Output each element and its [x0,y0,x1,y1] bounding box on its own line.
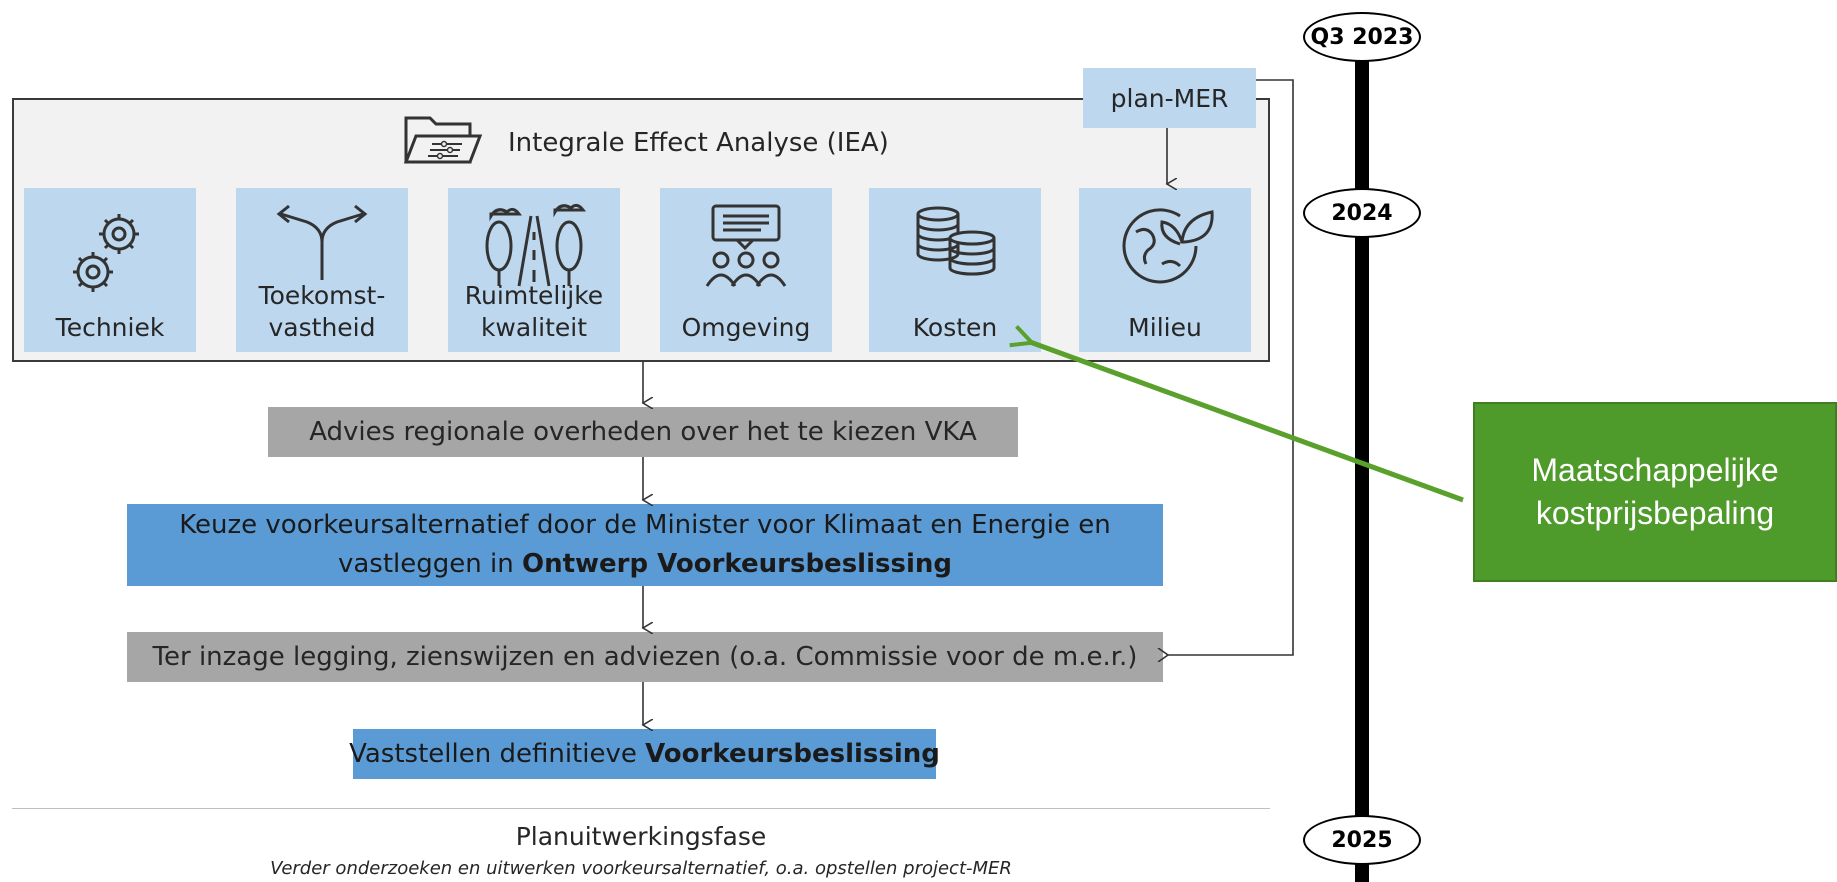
category-label: Ruimtelijke kwaliteit [464,281,604,342]
step-advies: Advies regionale overheden over het te k… [268,407,1018,457]
iea-title: Integrale Effect Analyse (IEA) [508,128,889,158]
category-toekomstvastheid: Toekomst- vastheid [236,188,408,352]
keuze-line2: vastleggen in [337,549,522,579]
folder-icon [400,110,484,176]
plan-mer-box: plan-MER [1083,68,1256,128]
callout-line1: Maatschappelijke [1531,451,1779,488]
people-speech-icon [691,202,801,296]
vaststellen-text: Vaststellen definitieve [349,739,646,769]
phase-divider [12,808,1270,809]
step-ter-inzage: Ter inzage legging, zienswijzen en advie… [127,632,1163,682]
phase-title: Planuitwerkingsfase [515,822,767,851]
category-label: Omgeving [681,313,811,342]
category-label: Toekomst- vastheid [258,281,386,342]
step-keuze: Keuze voorkeursalternatief door de Minis… [127,504,1163,586]
callout-box: Maatschappelijke kostprijsbepaling [1473,402,1837,582]
step-vaststellen: Vaststellen definitieve Voorkeursbesliss… [349,729,940,779]
category-milieu: Milieu [1079,188,1251,352]
callout-line2: kostprijsbepaling [1535,495,1775,531]
globe-leaf-icon [1110,202,1220,296]
road-trees-icon [479,202,589,292]
keuze-line1: Keuze voorkeursalternatief door de Minis… [179,510,1111,540]
timeline-marker-2024: 2024 [1303,188,1421,238]
iea-container [12,98,1270,362]
split-arrows-icon [267,202,377,286]
coin-stacks-icon [900,202,1010,286]
category-label: Milieu [1128,313,1202,342]
timeline-marker-q3-2023: Q3 2023 [1303,12,1421,62]
category-omgeving: Omgeving [660,188,832,352]
arrow-callout-kosten [1030,342,1464,503]
gears-icon [55,202,165,306]
arrow-planmer-terinzage [1168,79,1294,655]
keuze-line2-bold: Ontwerp Voorkeursbeslissing [521,549,952,579]
category-kosten: Kosten [869,188,1041,352]
vaststellen-bold: Voorkeursbeslissing [645,739,940,769]
timeline-marker-2025: 2025 [1303,815,1421,865]
category-label: Kosten [912,313,998,342]
category-label: Techniek [55,313,165,342]
phase-subtitle: Verder onderzoeken en uitwerken voorkeur… [270,858,1012,879]
category-ruimtelijke-kwaliteit: Ruimtelijke kwaliteit [448,188,620,352]
category-techniek: Techniek [24,188,196,352]
iea-header: Integrale Effect Analyse (IEA) [400,108,889,178]
